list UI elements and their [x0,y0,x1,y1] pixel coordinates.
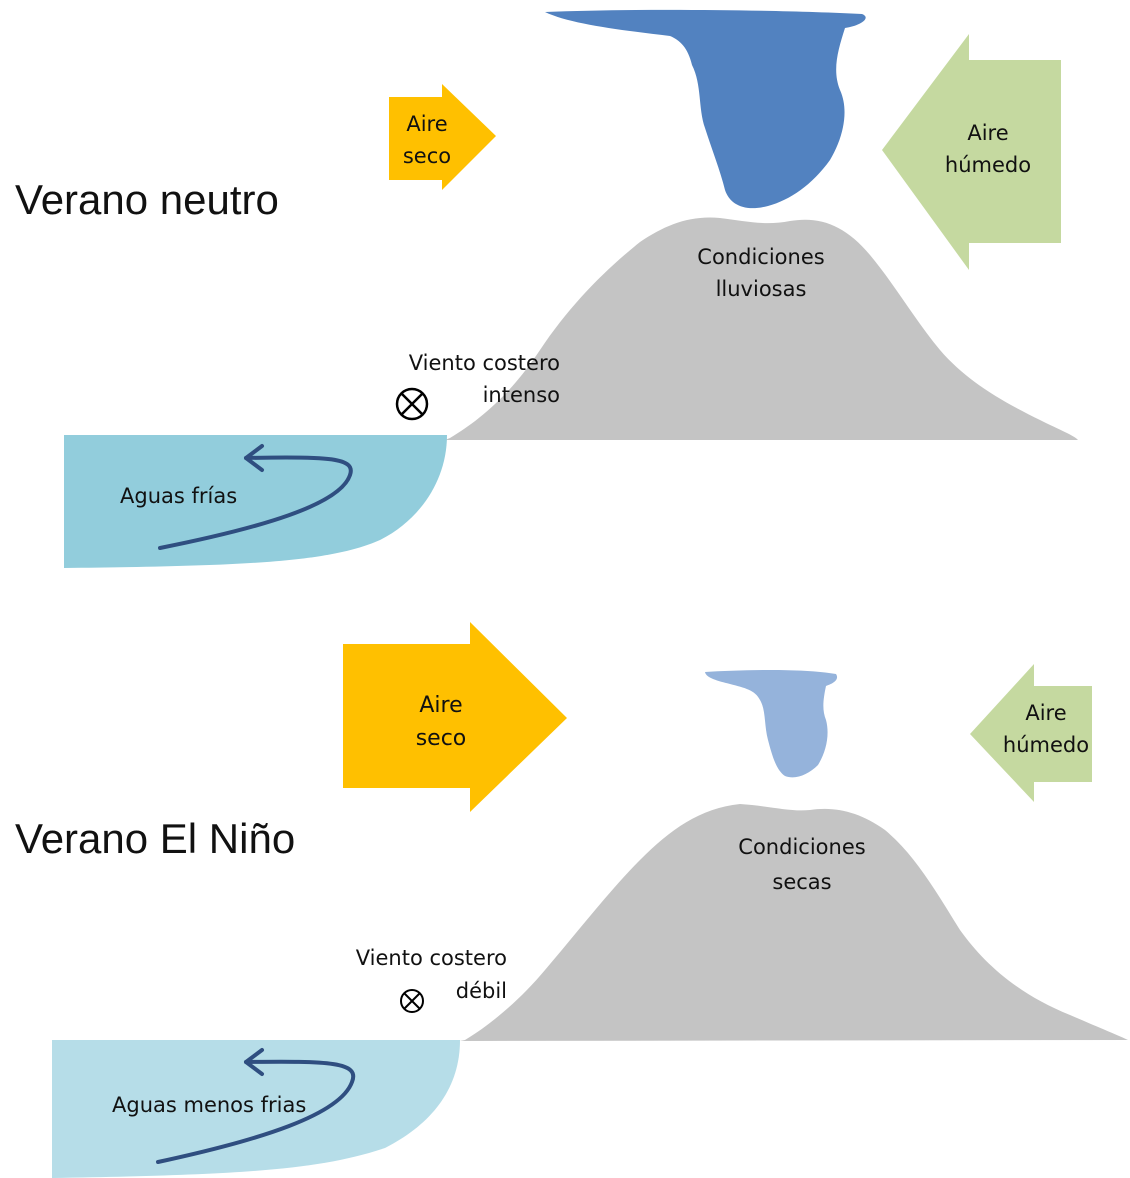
mountain-condition-label: Condiciones [697,245,824,269]
humid-air-label: húmedo [945,153,1031,177]
current-arrow [156,1059,356,1164]
mountain [445,217,1078,440]
rain-cloud [545,9,866,209]
dry-air-arrow [389,84,496,190]
water-label: Aguas frías [120,484,237,508]
humid-air-label: Aire [1025,701,1066,725]
wind-into-page-icon [395,387,429,421]
mountain [460,804,1128,1041]
panel-neutral: Verano neutro Aire seco Aire húmedo Cond… [15,9,1078,568]
current-arrow [158,455,353,550]
humid-air-arrow [970,664,1092,802]
dry-air-label: Aire [419,693,462,718]
panel-el-nino: Verano El Niño Aire seco Aire húmedo Con… [15,622,1128,1178]
dry-air-label: seco [403,144,451,168]
dry-air-label: seco [416,726,467,751]
wind-label: débil [456,979,507,1003]
mountain-condition-label: lluviosas [716,277,807,301]
panel-title: Verano neutro [15,176,279,223]
water-label: Aguas menos frias [112,1093,306,1117]
warm-water [52,1040,460,1178]
current-arrowhead-icon [244,1048,264,1076]
humid-air-label: húmedo [1003,733,1089,757]
mountain-condition-label: Condiciones [738,835,865,859]
wind-label: Viento costero [409,351,560,375]
wind-into-page-icon [400,989,424,1013]
humid-air-arrow [882,34,1061,270]
current-arrowhead-icon [244,444,264,472]
humid-air-label: Aire [967,121,1008,145]
panel-title: Verano El Niño [15,815,295,862]
wind-label: intenso [483,383,560,407]
wind-label: Viento costero [356,946,507,970]
small-cloud [705,670,838,778]
dry-air-arrow [343,622,567,812]
mountain-condition-label: secas [772,870,831,894]
dry-air-label: Aire [406,112,447,136]
